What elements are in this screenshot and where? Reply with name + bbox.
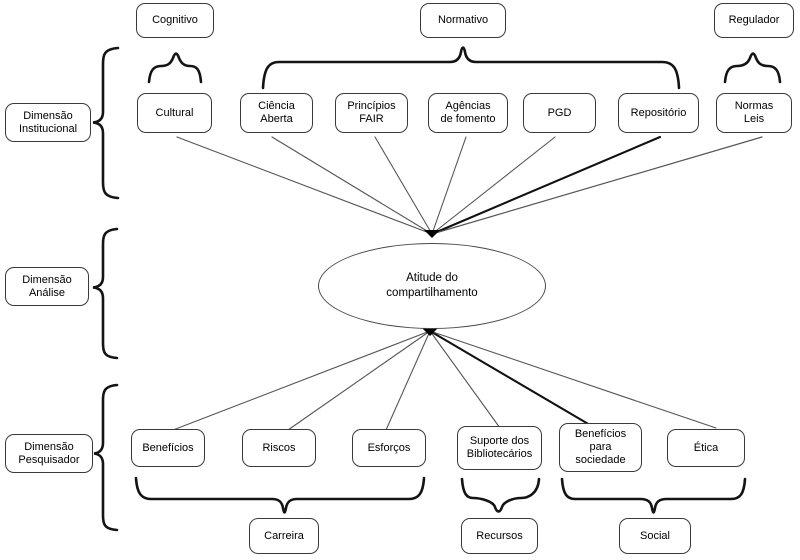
edge-repositorio <box>430 135 662 236</box>
edge-esforcos <box>385 330 431 431</box>
node-carreira-label: Carreira <box>264 529 304 542</box>
node-regulador[interactable]: Regulador <box>714 3 794 38</box>
node-dimensao-institucional-label: Dimensão Institucional <box>18 109 78 135</box>
node-principios-fair-label: Princípios FAIR <box>347 100 396 125</box>
node-esforcos-label: Esforços <box>367 441 411 454</box>
brace-normativo <box>261 46 681 90</box>
node-repositorio[interactable]: Repositório <box>618 93 699 133</box>
brace-regulador <box>723 52 782 84</box>
node-cognitivo[interactable]: Cognitivo <box>136 3 214 38</box>
node-cultural[interactable]: Cultural <box>137 93 212 133</box>
node-agencias-fomento[interactable]: Agências de fomento <box>428 93 508 133</box>
node-recursos-label: Recursos <box>476 529 523 542</box>
brace-cognitivo <box>147 52 203 84</box>
edges-institutional <box>176 135 763 236</box>
edge-ciencia-aberta <box>271 136 433 235</box>
edge-agencias-fomento <box>431 136 467 235</box>
node-repositorio-label: Repositório <box>630 106 687 119</box>
dimension-braces <box>92 46 120 532</box>
node-riscos-label: Riscos <box>262 441 296 454</box>
brace-social <box>560 477 747 514</box>
node-social-label: Social <box>640 529 670 542</box>
node-atitude-compartilhamento-label: Atitude do compartilhamento <box>386 272 478 299</box>
edge-beneficios-sociedade <box>428 329 592 427</box>
node-recursos[interactable]: Recursos <box>461 518 538 554</box>
node-dimensao-institucional[interactable]: Dimensão Institucional <box>5 103 91 142</box>
node-beneficios-sociedade[interactable]: Benefícios para sociedade <box>559 423 642 472</box>
node-cultural-label: Cultural <box>155 106 194 119</box>
node-carreira[interactable]: Carreira <box>249 518 319 554</box>
edge-beneficios <box>172 330 431 431</box>
node-etica[interactable]: Ética <box>667 429 745 467</box>
edge-cultural <box>176 136 433 235</box>
node-pgd[interactable]: PGD <box>523 93 596 133</box>
brace-institucional <box>92 46 120 200</box>
node-dimensao-pesquisador[interactable]: Dimensão Pesquisador <box>5 434 93 473</box>
node-beneficios-sociedade-label: Benefícios para sociedade <box>574 428 627 466</box>
node-pgd-label: PGD <box>547 106 572 119</box>
node-principios-fair[interactable]: Princípios FAIR <box>335 93 408 133</box>
node-normas-leis-label: Normas Leis <box>734 100 774 125</box>
hub-marker-top <box>424 230 440 238</box>
node-atitude-compartilhamento[interactable]: Atitude do compartilhamento <box>318 243 546 329</box>
edge-riscos <box>287 330 431 431</box>
node-normativo[interactable]: Normativo <box>420 3 506 38</box>
category-braces-top <box>147 46 782 90</box>
node-agencias-fomento-label: Agências de fomento <box>440 100 496 125</box>
node-etica-label: Ética <box>693 441 719 454</box>
node-beneficios[interactable]: Benefícios <box>131 429 205 467</box>
edge-normas-leis <box>431 136 763 235</box>
node-dimensao-pesquisador-label: Dimensão Pesquisador <box>18 440 80 466</box>
node-ciencia-aberta[interactable]: Ciência Aberta <box>240 93 313 133</box>
node-normativo-label: Normativo <box>437 14 489 27</box>
node-cognitivo-label: Cognitivo <box>152 14 198 27</box>
edge-pgd <box>431 136 556 235</box>
node-beneficios-label: Benefícios <box>142 441 194 454</box>
node-suporte-bibliotecarios[interactable]: Suporte dos Bibliotecários <box>457 426 542 470</box>
node-normas-leis[interactable]: Normas Leis <box>716 93 792 133</box>
edge-etica <box>429 330 717 429</box>
edges-researcher <box>172 329 717 431</box>
node-dimensao-analise[interactable]: Dimensão Análise <box>5 267 89 306</box>
node-ciencia-aberta-label: Ciência Aberta <box>258 100 295 125</box>
node-esforcos[interactable]: Esforços <box>352 429 426 467</box>
brace-recursos <box>460 477 541 513</box>
category-braces-bottom <box>134 476 747 514</box>
brace-carreira <box>134 476 426 514</box>
edge-principios-fair <box>374 136 433 235</box>
node-suporte-bibliotecarios-label: Suporte dos Bibliotecários <box>466 435 533 460</box>
brace-pesquisador <box>93 383 119 532</box>
brace-analise <box>92 227 119 360</box>
node-dimensao-analise-label: Dimensão Análise <box>22 273 72 299</box>
edge-suporte-bibliotecarios <box>429 330 501 429</box>
node-regulador-label: Regulador <box>728 14 780 27</box>
hub-marker-bottom <box>422 328 438 336</box>
node-social[interactable]: Social <box>619 518 691 554</box>
node-riscos[interactable]: Riscos <box>242 429 316 467</box>
